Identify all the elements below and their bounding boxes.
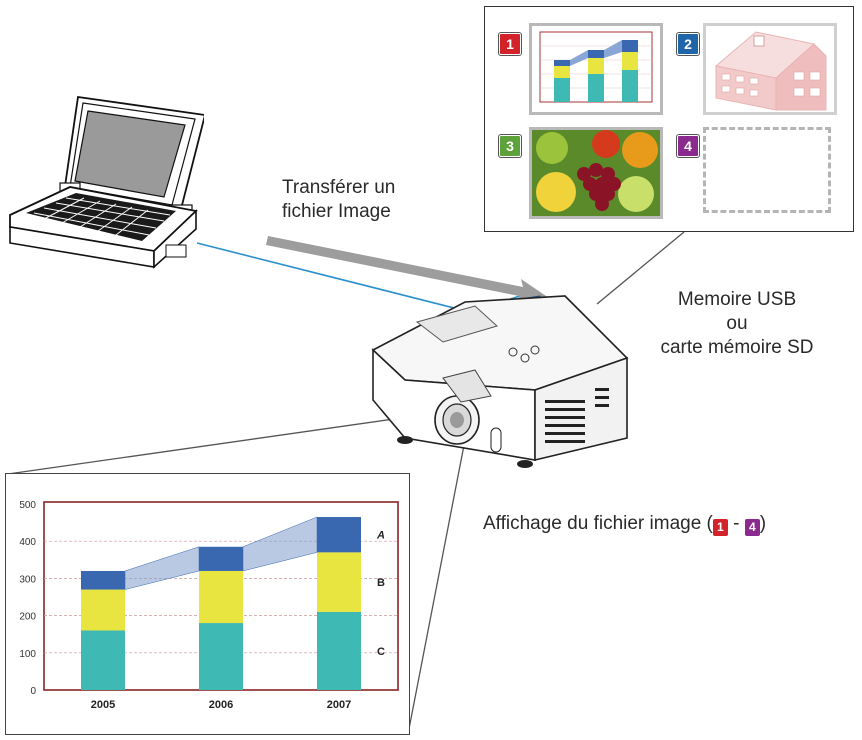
thumbnail-3-badge: 3: [499, 135, 521, 157]
projector-illustration: [371, 295, 629, 468]
display-label: Affichage du fichier image (1 - 4): [483, 512, 766, 536]
chart-y-tick-label: 100: [19, 649, 36, 660]
chart-y-tick-label: 500: [19, 500, 36, 511]
thumbnail-2-building-graphic: [714, 31, 827, 111]
chart-bar-C-2006: [199, 623, 243, 690]
thumbnail-4-badge: 4: [677, 135, 699, 157]
projection-line-top: [7, 411, 444, 475]
chart-y-tick-label: 200: [19, 612, 36, 623]
laptop-illustration: [9, 95, 204, 269]
thumbnail-3-photo-graphic: [532, 130, 660, 216]
thumbnail-1-chart: [529, 23, 663, 115]
transfer-arrow: [266, 236, 552, 304]
thumbnail-2-badge: 2: [677, 33, 699, 55]
chart-series-label: C: [377, 646, 385, 658]
chart-connector-band: [124, 546, 200, 590]
memory-label-line1: Memoire USB: [677, 289, 797, 310]
transfer-label-line2: fichier Image: [282, 201, 391, 222]
transfer-label: Transférer un fichier Image: [282, 176, 395, 224]
chart-bar-A-2006: [199, 546, 243, 571]
chart-bar-C-2007: [317, 611, 361, 690]
chart-bar-A-2005: [81, 570, 125, 590]
thumbnail-3-photo: [529, 127, 663, 219]
chart-series-label: A: [376, 530, 385, 542]
thumbnail-4-empty-slot: [703, 127, 831, 213]
chart-x-tick-label: 2007: [327, 699, 351, 711]
memory-label: Memoire USB ou carte mémoire SD: [632, 288, 842, 360]
projected-chart-panel: 0 100 200 300 400 500 2005 2006 2007 C B A: [5, 473, 410, 735]
transfer-label-line1: Transférer un: [282, 177, 396, 198]
thumbnail-1-badge: 1: [499, 33, 521, 55]
display-label-sep: -: [727, 513, 745, 534]
stacked-bar-chart: 0 100 200 300 400 500 2005 2006 2007 C B A: [19, 500, 399, 711]
chart-connector-band: [242, 516, 318, 572]
thumbnail-1-chart-graphic: [539, 31, 653, 103]
display-label-suffix: ): [759, 513, 767, 534]
memory-label-line2: ou: [726, 313, 748, 334]
chart-bar-B-2006: [199, 570, 243, 624]
chart-x-tick-label: 2005: [91, 699, 115, 711]
thumbnail-2-building: [703, 23, 837, 115]
chart-y-tick-label: 400: [19, 537, 36, 548]
chart-y-tick-label: 300: [19, 574, 36, 585]
chart-bar-C-2005: [81, 630, 125, 690]
chart-bar-B-2005: [81, 589, 125, 631]
panel-connector-line: [596, 231, 685, 305]
memory-label-line3: carte mémoire SD: [660, 337, 814, 358]
projection-line-bottom: [407, 439, 466, 735]
chart-bar-A-2007: [317, 517, 361, 553]
chart-x-tick-label: 2006: [209, 699, 233, 711]
chart-y-tick-label: 0: [30, 686, 36, 697]
display-label-prefix: Affichage du fichier image (: [483, 513, 713, 534]
thumbnails-panel: 1 2: [484, 6, 854, 232]
chart-bar-B-2007: [317, 552, 361, 612]
badge-1-icon: 1: [712, 519, 728, 536]
badge-4-icon: 4: [744, 519, 760, 536]
chart-series-label: B: [377, 577, 385, 589]
